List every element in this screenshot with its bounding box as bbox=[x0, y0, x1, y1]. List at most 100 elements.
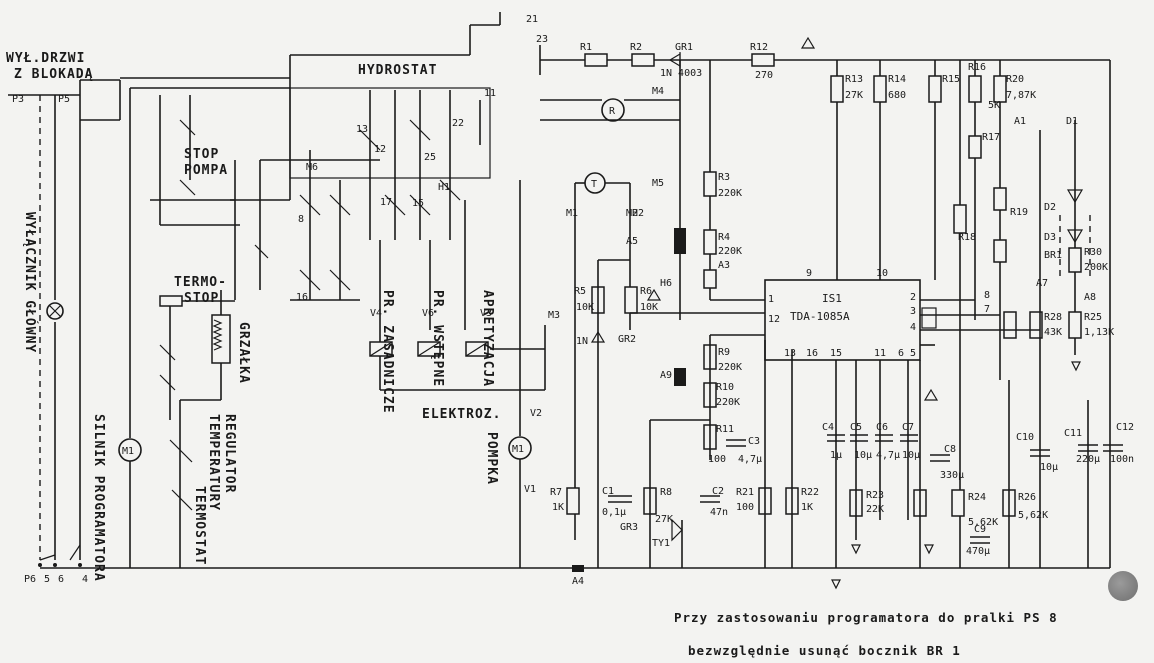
label-c8-val: 330µ bbox=[940, 470, 964, 481]
label-r21-val: 100 bbox=[736, 502, 754, 513]
pin-label: 15 bbox=[412, 198, 424, 209]
termostop-line: STOP bbox=[184, 291, 219, 306]
label-r12: R12 bbox=[750, 42, 768, 53]
pin-label: M5 bbox=[652, 178, 664, 189]
ic-pin: 13 bbox=[784, 348, 796, 359]
pin-label: 8 bbox=[298, 214, 304, 225]
termostop-label: TERMO- STOP bbox=[174, 275, 236, 306]
functional-labels: WYŁ.DRZWI Z BLOKADĄ HYDROSTAT STOP POMPA… bbox=[6, 51, 500, 582]
pin-label: 13 bbox=[356, 124, 368, 135]
capacitors bbox=[608, 360, 1123, 568]
svg-text:R: R bbox=[609, 106, 616, 117]
ic-pin: 16 bbox=[806, 348, 818, 359]
label-c4: C4 bbox=[822, 422, 834, 433]
ic-pin: 3 bbox=[910, 306, 916, 317]
label-r4-val: 220K bbox=[718, 246, 742, 257]
pin-label: V6 bbox=[422, 308, 434, 319]
component-labels: R1 R2 R12 270 GR1 1N 4003 R13 27K R14 68… bbox=[550, 42, 1134, 557]
ic-pin: 9 bbox=[806, 268, 812, 279]
svg-text:M1: M1 bbox=[122, 446, 134, 457]
label-c12: C12 bbox=[1116, 422, 1134, 433]
label-r14-val: 680 bbox=[888, 90, 906, 101]
pin-label: P3 bbox=[12, 94, 24, 105]
pin-label: V3 bbox=[480, 308, 492, 319]
pin-label: M3 bbox=[548, 310, 560, 321]
label-r30: R30 bbox=[1084, 247, 1102, 258]
stop-pompa-line: STOP bbox=[184, 147, 219, 162]
ic-pin: 2 bbox=[910, 292, 916, 303]
label-ty1: TY1 bbox=[652, 538, 670, 549]
label-c10: C10 bbox=[1016, 432, 1034, 443]
pin-labels: P3 P5 P6 5 6 4 21 23 11 13 22 8 12 15 16… bbox=[12, 14, 1096, 587]
label-r8-val: 27K bbox=[655, 514, 673, 525]
label-c5: C5 bbox=[850, 422, 862, 433]
pin-label: V2 bbox=[530, 408, 542, 419]
label-c11-val: 220µ bbox=[1076, 454, 1100, 465]
label-r7: R7 bbox=[550, 487, 562, 498]
label-r4: R4 bbox=[718, 232, 730, 243]
label-r18: R18 bbox=[958, 232, 976, 243]
label-r13-val: 27K bbox=[845, 90, 863, 101]
label-gr1-val: 1N 4003 bbox=[660, 68, 702, 79]
label-r5-val: 10K bbox=[576, 302, 594, 313]
label-r23-val: 22K bbox=[866, 504, 884, 515]
ic-pin: 10 bbox=[876, 268, 888, 279]
ground-markers bbox=[572, 36, 1081, 590]
ic-pin: 12 bbox=[768, 314, 780, 325]
pin-label: V4 bbox=[370, 308, 382, 319]
temp-regulator-line: REGULATOR bbox=[222, 414, 237, 493]
label-r22-val: 1K bbox=[801, 502, 813, 513]
punch-hole bbox=[1108, 571, 1138, 601]
label-c11: C11 bbox=[1064, 428, 1082, 439]
temp-regulator-line: TEMPERATURY bbox=[206, 414, 221, 511]
pin-label: 5 bbox=[44, 574, 50, 585]
note-line-1: Przy zastosowaniu programatora do pralki… bbox=[674, 610, 1058, 625]
valve-prewash-label: PR. WSTĘPNE bbox=[430, 290, 445, 387]
valve-wash-label: PR. ZASADNICZE bbox=[380, 290, 395, 414]
ic-pin-numbers: 9 10 1 12 13 16 15 11 6 5 2 3 4 7 8 bbox=[768, 268, 990, 359]
electrovalves-group bbox=[369, 200, 546, 391]
label-r16-val: 5K bbox=[988, 100, 1000, 111]
pin-label: 12 bbox=[374, 144, 386, 155]
ic-pin: 4 bbox=[910, 322, 916, 333]
motor-programmer-label: SILNIK PROGRAMATORA bbox=[91, 414, 106, 582]
stop-pompa-line: POMPA bbox=[184, 163, 228, 178]
label-r3: R3 bbox=[718, 172, 730, 183]
pin-label: A5 bbox=[626, 236, 638, 247]
label-c9: C9 bbox=[974, 524, 986, 535]
label-r10-val: 220K bbox=[716, 397, 740, 408]
programmer-motor: M1 bbox=[118, 88, 142, 568]
label-r9: R9 bbox=[718, 347, 730, 358]
label-d2: D2 bbox=[1044, 202, 1056, 213]
pin-label: 11 bbox=[484, 88, 496, 99]
pin-label: A9 bbox=[660, 370, 672, 381]
pump-group: M1 bbox=[508, 180, 532, 568]
grzalka-label: GRZAŁKA bbox=[236, 322, 251, 384]
label-r25: R25 bbox=[1084, 312, 1102, 323]
svg-text:M1: M1 bbox=[512, 444, 524, 455]
pin-label: 6 bbox=[58, 574, 64, 585]
pin-label: M4 bbox=[652, 86, 664, 97]
label-r8: R8 bbox=[660, 487, 672, 498]
label-r16: R16 bbox=[968, 62, 986, 73]
termostat-label: TERMOSTAT bbox=[192, 486, 207, 565]
pin-label: 17 bbox=[380, 197, 392, 208]
regulator-thermostat-group bbox=[169, 399, 221, 568]
pin-label: H2 bbox=[632, 208, 644, 219]
label-r26-val: 5,62K bbox=[1018, 510, 1048, 521]
label-gr1: GR1 bbox=[675, 42, 693, 53]
pin-label: 25 bbox=[424, 152, 436, 163]
label-r24: R24 bbox=[968, 492, 986, 503]
door-lock-line: Z BLOKADĄ bbox=[14, 67, 93, 82]
stop-pompa-label: STOP POMPA bbox=[184, 147, 228, 178]
motor-tach-group: R T bbox=[540, 60, 686, 540]
label-r9-val: 220K bbox=[718, 362, 742, 373]
pin-label: 21 bbox=[526, 14, 538, 25]
note-line-2: bezwzględnie usunąć bocznik BR 1 bbox=[688, 643, 961, 658]
pin-label: M6 bbox=[306, 162, 318, 173]
label-r24-val: 5,62K bbox=[968, 517, 998, 528]
valve-rinse-label: APRETYZACJA bbox=[480, 290, 495, 387]
resistor-chains bbox=[566, 52, 799, 568]
label-c7: C7 bbox=[902, 422, 914, 433]
pump-label: POMPKA bbox=[484, 432, 499, 485]
